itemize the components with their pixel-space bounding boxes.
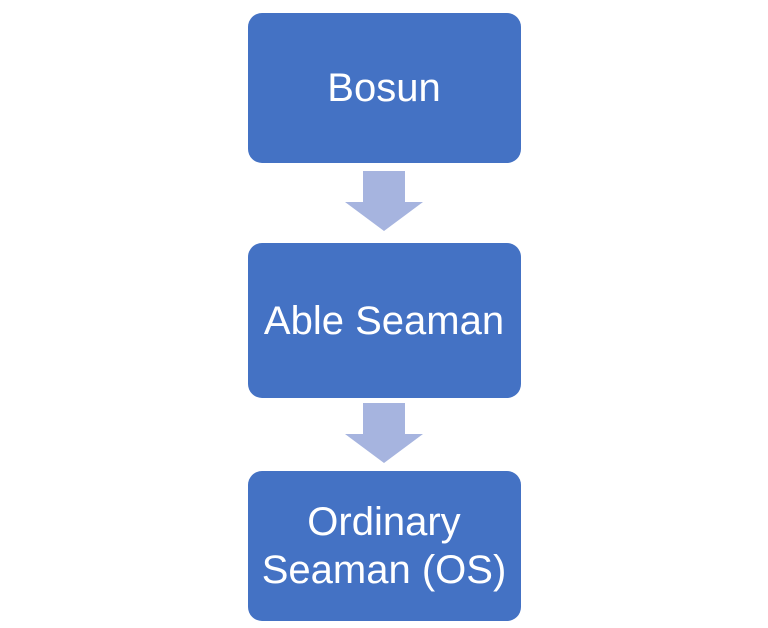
flowchart-node-ordinary-seaman: Ordinary Seaman (OS) [247, 471, 521, 621]
flowchart-node-bosun: Bosun [247, 13, 521, 163]
down-arrow-icon [345, 403, 423, 463]
flowchart-node-able-seaman: Able Seaman [247, 243, 521, 398]
down-arrow-icon [345, 171, 423, 231]
